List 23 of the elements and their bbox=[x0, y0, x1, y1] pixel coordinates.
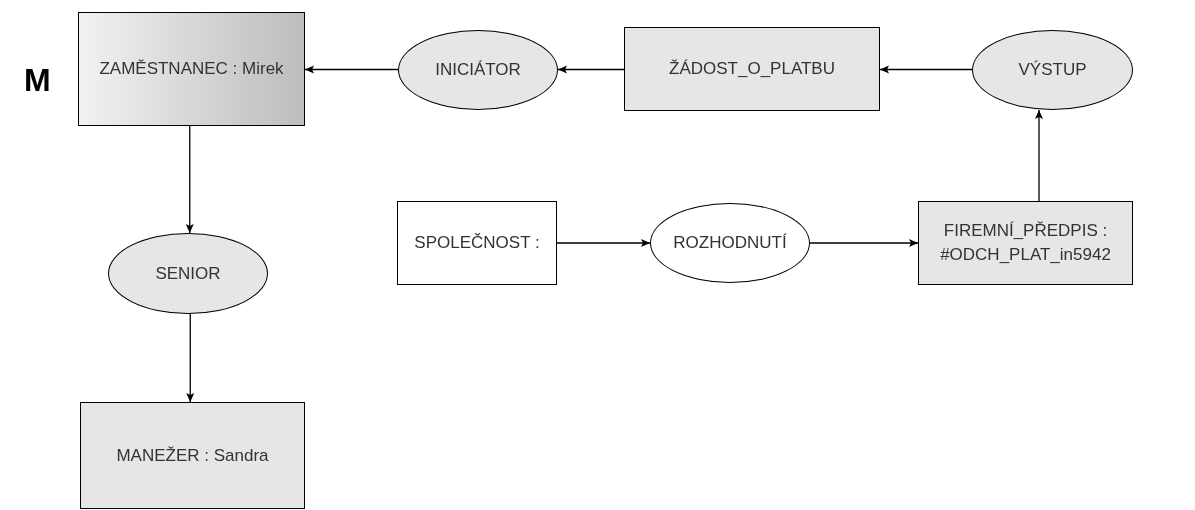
node-label: FIREMNÍ_PŘEDPIS : #ODCH_PLAT_in5942 bbox=[939, 220, 1112, 266]
arrow bbox=[186, 313, 195, 403]
process-box bbox=[78, 12, 305, 126]
diagram-letter: M bbox=[24, 61, 51, 100]
process-box bbox=[80, 402, 305, 509]
arrow bbox=[809, 239, 919, 247]
arrow bbox=[1035, 109, 1043, 202]
node-label: MANEŽER : Sandra bbox=[115, 444, 270, 467]
process-box bbox=[624, 27, 880, 111]
process-box bbox=[397, 201, 557, 285]
node-label: ŽÁDOST_O_PLATBU bbox=[668, 58, 836, 80]
node-label: ROZHODNUTÍ bbox=[672, 232, 788, 254]
process-box bbox=[918, 201, 1133, 285]
node-label: VÝSTUP bbox=[1017, 59, 1088, 81]
node-label: SPOLEČNOST : bbox=[413, 232, 541, 254]
node-label: INICIÁTOR bbox=[434, 59, 522, 81]
node-label: ZAMĚSTNANEC : Mirek bbox=[98, 58, 285, 80]
node-label: SENIOR bbox=[154, 262, 222, 285]
arrow bbox=[556, 239, 651, 247]
arrow bbox=[304, 65, 399, 74]
arrow bbox=[557, 65, 625, 74]
arrow bbox=[879, 65, 973, 74]
arrow bbox=[185, 125, 194, 234]
